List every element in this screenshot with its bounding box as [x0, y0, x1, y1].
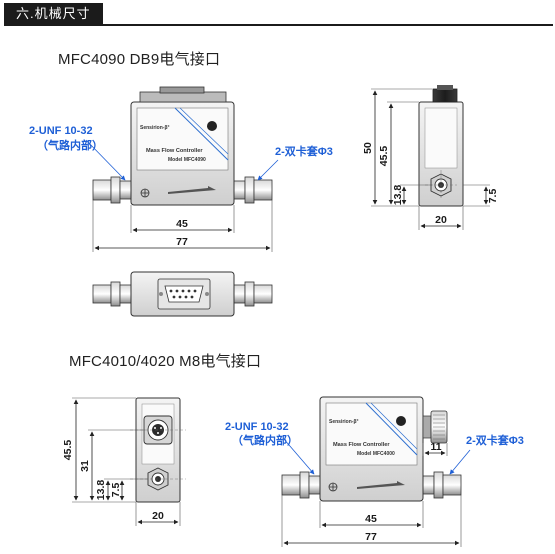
- s2-dim-connector-offset: 11: [430, 441, 441, 453]
- section2-title: MFC4010/4020 M8电气接口: [69, 353, 262, 370]
- s1-side-view: 50 45.5 13.8 7.5 20: [362, 85, 499, 230]
- s1-db9-connector: [139, 91, 227, 103]
- s1-callout-port-sub: （气路内部）: [37, 138, 103, 152]
- s1-dim-height: 50: [362, 142, 374, 154]
- section-header: 六.机械尺寸: [4, 3, 553, 27]
- header-rule: [4, 24, 553, 26]
- s2-callout-port-sub: （气路内部）: [232, 433, 298, 447]
- s1-side-connector: [432, 88, 458, 103]
- s1-model-text: Model MFC4090: [168, 157, 206, 163]
- s1-left-fitting: [92, 176, 132, 204]
- s2-dim-body-height: 45.5: [62, 440, 74, 461]
- s1-dim-axis-offset: 7.5: [487, 189, 499, 204]
- s1-dim-width: 20: [435, 214, 447, 226]
- s1-dim-inner-length: 45: [176, 218, 188, 230]
- section1-title: MFC4090 DB9电气接口: [58, 51, 221, 68]
- s2-callout-port: 2-UNF 10-32: [225, 421, 289, 433]
- s2-product-text: Mass Flow Controller: [333, 442, 390, 448]
- s1-logo-icon: [207, 121, 217, 131]
- s2-dim-axis-offset: 7.5: [110, 483, 122, 498]
- s1-dim-total-length: 77: [176, 236, 188, 248]
- s2-model-text: Model MFC4000: [357, 451, 395, 457]
- s2-callout-ferrule: 2-双卡套Φ3: [466, 433, 524, 447]
- s2-dim-inner-length: 45: [365, 513, 377, 525]
- s2-dim-axis-height: 13.8: [95, 480, 107, 501]
- s1-callout-port: 2-UNF 10-32: [29, 125, 93, 137]
- s1-dim-body-height: 45.5: [378, 146, 390, 167]
- s2-dim-connector-height: 31: [79, 460, 91, 472]
- s1-flow-arrow-icon: [168, 186, 216, 194]
- s2-dim-width: 20: [152, 510, 164, 522]
- s2-logo-icon: [396, 416, 406, 426]
- s1-right-fitting: [233, 176, 273, 204]
- s1-brand-text: Sensirion-β°: [140, 125, 170, 131]
- s2-flow-arrow-icon: [357, 481, 405, 489]
- s1-dim-axis-height: 13.8: [392, 185, 404, 206]
- s2-front-view: Sensirion-β° Mass Flow Controller Model …: [225, 396, 524, 547]
- s1-top-view: [92, 271, 273, 317]
- s1-callout-ferrule: 2-双卡套Φ3: [275, 144, 333, 158]
- s2-dim-total-length: 77: [365, 531, 377, 543]
- s2-brand-text: Sensirion-β°: [329, 419, 359, 425]
- section-header-title: 六.机械尺寸: [4, 3, 103, 25]
- s1-front-view: Sensirion-β° Mass Flow Controller Model …: [29, 86, 333, 252]
- s2-side-view: 45.5 31 13.8 7.5 20: [62, 397, 186, 526]
- s1-product-text: Mass Flow Controller: [146, 148, 203, 154]
